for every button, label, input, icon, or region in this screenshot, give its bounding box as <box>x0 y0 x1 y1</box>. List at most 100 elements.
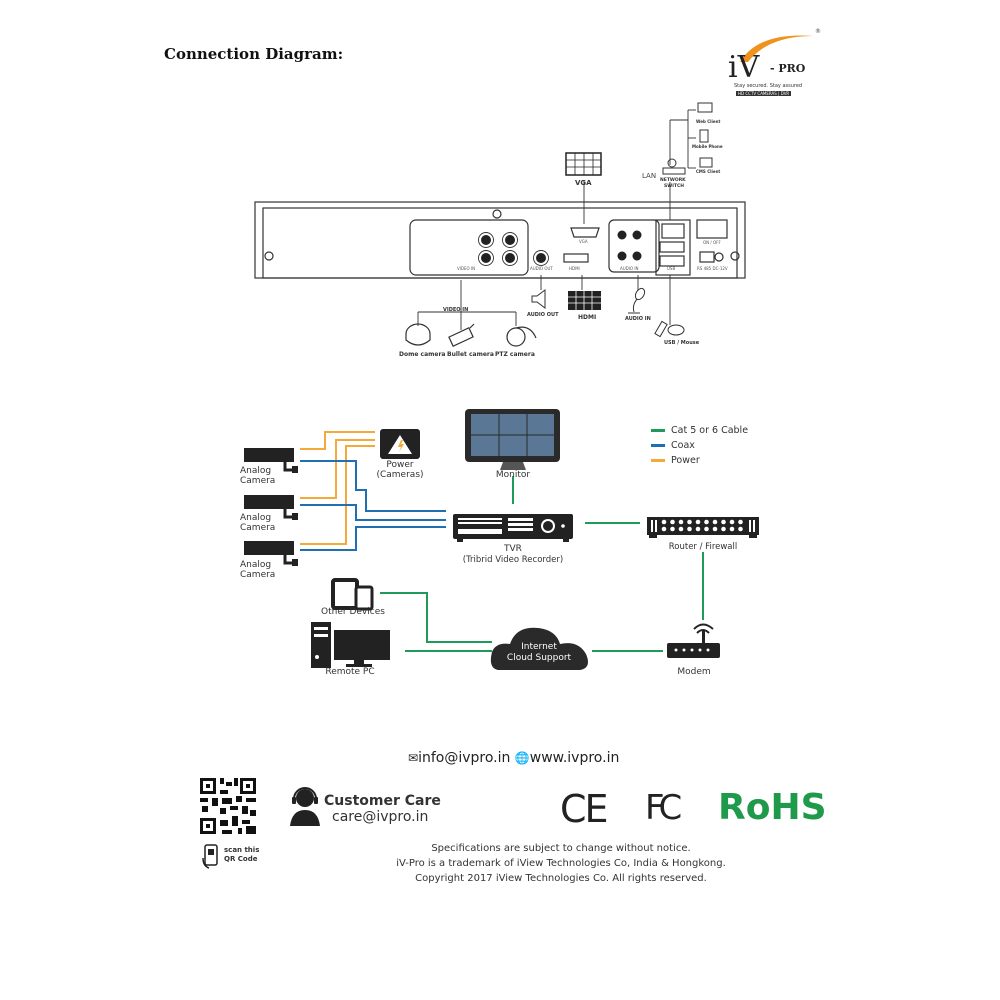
router-port-icon <box>678 519 684 525</box>
network-diagram <box>244 409 759 670</box>
analog-camera-icon <box>244 495 298 520</box>
power-cables <box>300 431 375 545</box>
remote-pc-icon <box>311 622 390 668</box>
router-port-icon <box>712 526 718 532</box>
router-port-icon <box>661 526 667 532</box>
monitor-icon <box>465 409 560 470</box>
camera-label: Dome camera <box>399 351 446 358</box>
rear-panel-diagram <box>254 102 746 347</box>
video-in-label: VIDEO IN <box>443 307 469 313</box>
logo-main: iV <box>728 50 760 85</box>
screw-top-icon <box>492 209 502 219</box>
bullet-camera-icon <box>448 323 475 347</box>
logo-swoosh-icon <box>740 35 813 62</box>
dc-jack-icon <box>714 252 724 262</box>
network-switch-icon <box>662 167 686 175</box>
router-label: Router / Firewall <box>668 542 738 552</box>
remote-pc-label: Remote PC <box>325 667 375 677</box>
camera-label: Bullet camera <box>447 351 494 358</box>
router-port-icon <box>729 519 735 525</box>
client-label: CMS Client <box>696 169 721 174</box>
logo-tagline: Stay secured. Stay assured <box>734 83 803 89</box>
hdmi-monitor-icon <box>568 291 601 310</box>
monitor-label: Monitor <box>495 470 531 480</box>
audio-out-device-label: AUDIO OUT <box>527 312 559 318</box>
microphone-icon <box>628 287 646 314</box>
website-link[interactable]: www.ivpro.in <box>529 750 620 766</box>
audio-in-port-2-icon <box>632 230 642 240</box>
router-port-icon <box>678 526 684 532</box>
globe-icon <box>667 158 677 168</box>
usb-mouse-label: USB / Mouse <box>664 340 700 346</box>
port-label-vga: VGA <box>579 239 588 244</box>
router-port-icon <box>704 526 709 532</box>
phone-scan-icon <box>202 844 218 869</box>
router-port-icon <box>687 519 692 525</box>
cat-cables <box>380 476 704 652</box>
modem-label: Modem <box>677 667 711 677</box>
lan-label: LAN <box>642 172 657 180</box>
screw-left-icon <box>264 251 274 261</box>
legend-item-coax: Coax <box>651 438 748 453</box>
router-port-icon <box>738 526 743 532</box>
analog-camera-icon <box>244 448 298 473</box>
page-title: Connection Diagram: <box>164 45 344 63</box>
logo-suffix: - PRO <box>770 62 806 75</box>
router-port-icon <box>721 519 726 525</box>
switch-label-2: SWITCH <box>664 184 685 189</box>
port-label-power: RS 485 DC-12V <box>697 266 728 271</box>
vga-monitor-icon <box>565 152 602 176</box>
speaker-icon <box>531 289 546 309</box>
customer-care-headset-icon <box>290 787 320 826</box>
email-link[interactable]: info@ivpro.in <box>418 750 511 766</box>
video-in-port-2-icon <box>481 253 491 263</box>
router-port-icon <box>661 519 667 525</box>
customer-care-email[interactable]: care@ivpro.in <box>332 809 429 825</box>
audio-in-device-label: AUDIO IN <box>625 316 651 322</box>
brand-logo: iV - PRO ® Stay secured. Stay assured HD… <box>718 28 828 98</box>
switch-label-1: NETWORK <box>660 178 686 183</box>
router-port-icon <box>695 526 701 532</box>
dome-camera-icon <box>405 323 431 346</box>
port-label-video-in: VIDEO IN <box>457 266 476 271</box>
router-port-icon <box>687 526 692 532</box>
port-label-usb: USB <box>667 266 676 271</box>
fcc-mark-icon: FC <box>645 788 682 828</box>
disclaimer-line: iV-Pro is a trademark of iView Technolog… <box>396 858 726 869</box>
audio-in-block <box>608 219 660 273</box>
power-label: Power(Cameras) <box>376 460 424 480</box>
router-port-icon <box>670 519 675 525</box>
vga-monitor-label: VGA <box>575 179 592 187</box>
other-devices-icon <box>331 578 374 611</box>
tvr-icon <box>453 514 573 542</box>
disclaimer-line: Specifications are subject to change wit… <box>431 843 691 854</box>
port-label-audio-in: AUDIO IN <box>620 266 639 271</box>
rs485-icon <box>699 251 715 263</box>
router-port-icon <box>738 519 743 525</box>
screw-right-icon <box>730 251 740 261</box>
client-label: Web Client <box>696 119 721 124</box>
port-label-hdmi: HDMI <box>569 266 580 271</box>
qr-code[interactable] <box>198 776 258 836</box>
video-in-port-1-icon <box>481 235 491 245</box>
registered-mark: ® <box>815 28 821 35</box>
router-port-icon <box>729 526 735 532</box>
router-firewall-icon <box>647 517 759 538</box>
disclaimer: Specifications are subject to change wit… <box>300 841 822 886</box>
router-port-icon <box>721 526 726 532</box>
client-label: Mobile Phone <box>692 144 723 149</box>
hdmi-device-label: HDMI <box>578 314 597 321</box>
audio-in-port-4-icon <box>632 251 642 261</box>
port-label-on-off: ON / OFF <box>703 240 721 245</box>
usb-port-1-icon <box>659 241 685 253</box>
video-in-port-3-icon <box>505 235 515 245</box>
disclaimer-line: Copyright 2017 iView Technologies Co. Al… <box>415 873 707 884</box>
camera-label: PTZ camera <box>495 351 535 358</box>
power-supply-icon <box>380 429 420 459</box>
legend-item-cat: Cat 5 or 6 Cable <box>651 423 748 438</box>
router-port-icon <box>712 519 718 525</box>
